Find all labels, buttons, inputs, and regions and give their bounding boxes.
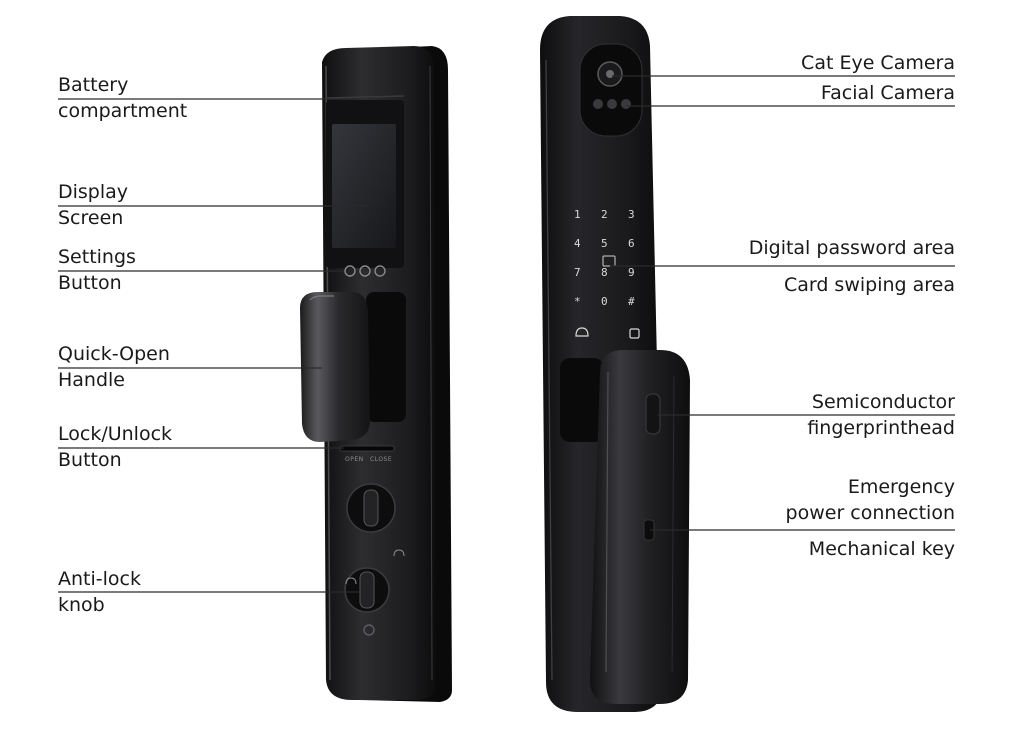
keypad-key: 2 xyxy=(601,208,608,221)
lock-unlock-button xyxy=(339,445,395,452)
label-cat-eye-camera-line: Cat Eye Camera xyxy=(801,52,955,74)
lock-key-icon xyxy=(629,328,640,339)
label-emergency-power-connection-line: power connection xyxy=(785,502,955,524)
battery-compartment-cover xyxy=(325,95,405,99)
label-battery-compartment-line: compartment xyxy=(58,100,188,122)
close-label: CLOSE xyxy=(370,456,393,463)
keypad-key: 7 xyxy=(574,266,581,279)
label-lock-unlock-button-line: Lock/Unlock xyxy=(58,423,173,445)
keypad-key: 6 xyxy=(628,237,635,250)
quick-open-handle xyxy=(300,292,370,442)
settings-button-2 xyxy=(359,265,371,277)
label-display-screen-line: Screen xyxy=(58,207,124,229)
keypad-key: # xyxy=(628,295,635,308)
open-label: OPEN xyxy=(345,456,364,463)
display-screen xyxy=(332,124,396,248)
facial-camera-lens-1 xyxy=(593,99,603,109)
keypad-key: 4 xyxy=(574,237,581,250)
keypad-key: 8 xyxy=(601,266,608,279)
label-anti-lock-knob-line: Anti-lock xyxy=(58,568,141,590)
reset-hole xyxy=(363,624,375,636)
label-semiconductor-fingerprinthead: Semiconductor fingerprinthead xyxy=(807,389,955,441)
keypad-key: 0 xyxy=(601,295,608,308)
label-settings-button-line: Button xyxy=(58,272,122,294)
unlock-pictogram-icon xyxy=(393,549,405,557)
keypad-key: 9 xyxy=(628,266,635,279)
settings-button-3 xyxy=(374,265,386,277)
keypad-key: 1 xyxy=(574,208,581,221)
card-swiping-icon xyxy=(602,255,616,267)
facial-camera-lens-3 xyxy=(621,99,631,109)
label-battery-compartment-line: Battery xyxy=(58,74,129,96)
label-emergency-power-connection: Emergency power connection xyxy=(786,474,955,526)
keypad-key: 5 xyxy=(601,237,608,250)
label-display-screen-line: Display xyxy=(58,181,129,203)
label-card-swiping-area: Card swiping area xyxy=(784,272,955,298)
label-digital-password-area-line: Digital password area xyxy=(748,237,955,259)
label-anti-lock-knob: Anti-lock knob xyxy=(58,566,141,618)
label-mechanical-key: Mechanical key xyxy=(809,536,955,562)
keypad-key: 3 xyxy=(628,208,635,221)
label-settings-button-line: Settings xyxy=(58,246,136,268)
label-anti-lock-knob-line: knob xyxy=(58,594,105,616)
anti-lock-knob xyxy=(359,571,375,609)
label-cat-eye-camera: Cat Eye Camera xyxy=(801,50,955,76)
label-facial-camera-line: Facial Camera xyxy=(820,82,955,104)
outer-handle xyxy=(590,350,690,704)
lock-pictogram-icon xyxy=(345,577,357,585)
bell-icon xyxy=(575,327,589,337)
fingerprint-sensor xyxy=(645,393,661,435)
label-card-swiping-area-line: Card swiping area xyxy=(783,274,955,296)
settings-button-1 xyxy=(344,265,356,277)
label-digital-password-area: Digital password area xyxy=(749,235,955,261)
label-mechanical-key-line: Mechanical key xyxy=(808,538,955,560)
label-semiconductor-fingerprinthead-line: Semiconductor xyxy=(811,391,955,413)
label-battery-compartment: Battery compartment xyxy=(58,72,187,124)
camera-module xyxy=(579,43,643,137)
keypad-key: * xyxy=(574,295,581,308)
label-semiconductor-fingerprinthead-line: fingerprinthead xyxy=(807,417,955,439)
label-lock-unlock-button-line: Button xyxy=(58,449,122,471)
label-facial-camera: Facial Camera xyxy=(821,80,955,106)
label-quick-open-handle-line: Quick-Open xyxy=(58,343,170,365)
digital-keypad: 1 2 3 4 5 6 7 8 9 * 0 # xyxy=(570,208,650,318)
facial-camera-lens-2 xyxy=(607,99,617,109)
label-emergency-power-connection-line: Emergency xyxy=(847,476,955,498)
label-quick-open-handle-line: Handle xyxy=(58,369,126,391)
